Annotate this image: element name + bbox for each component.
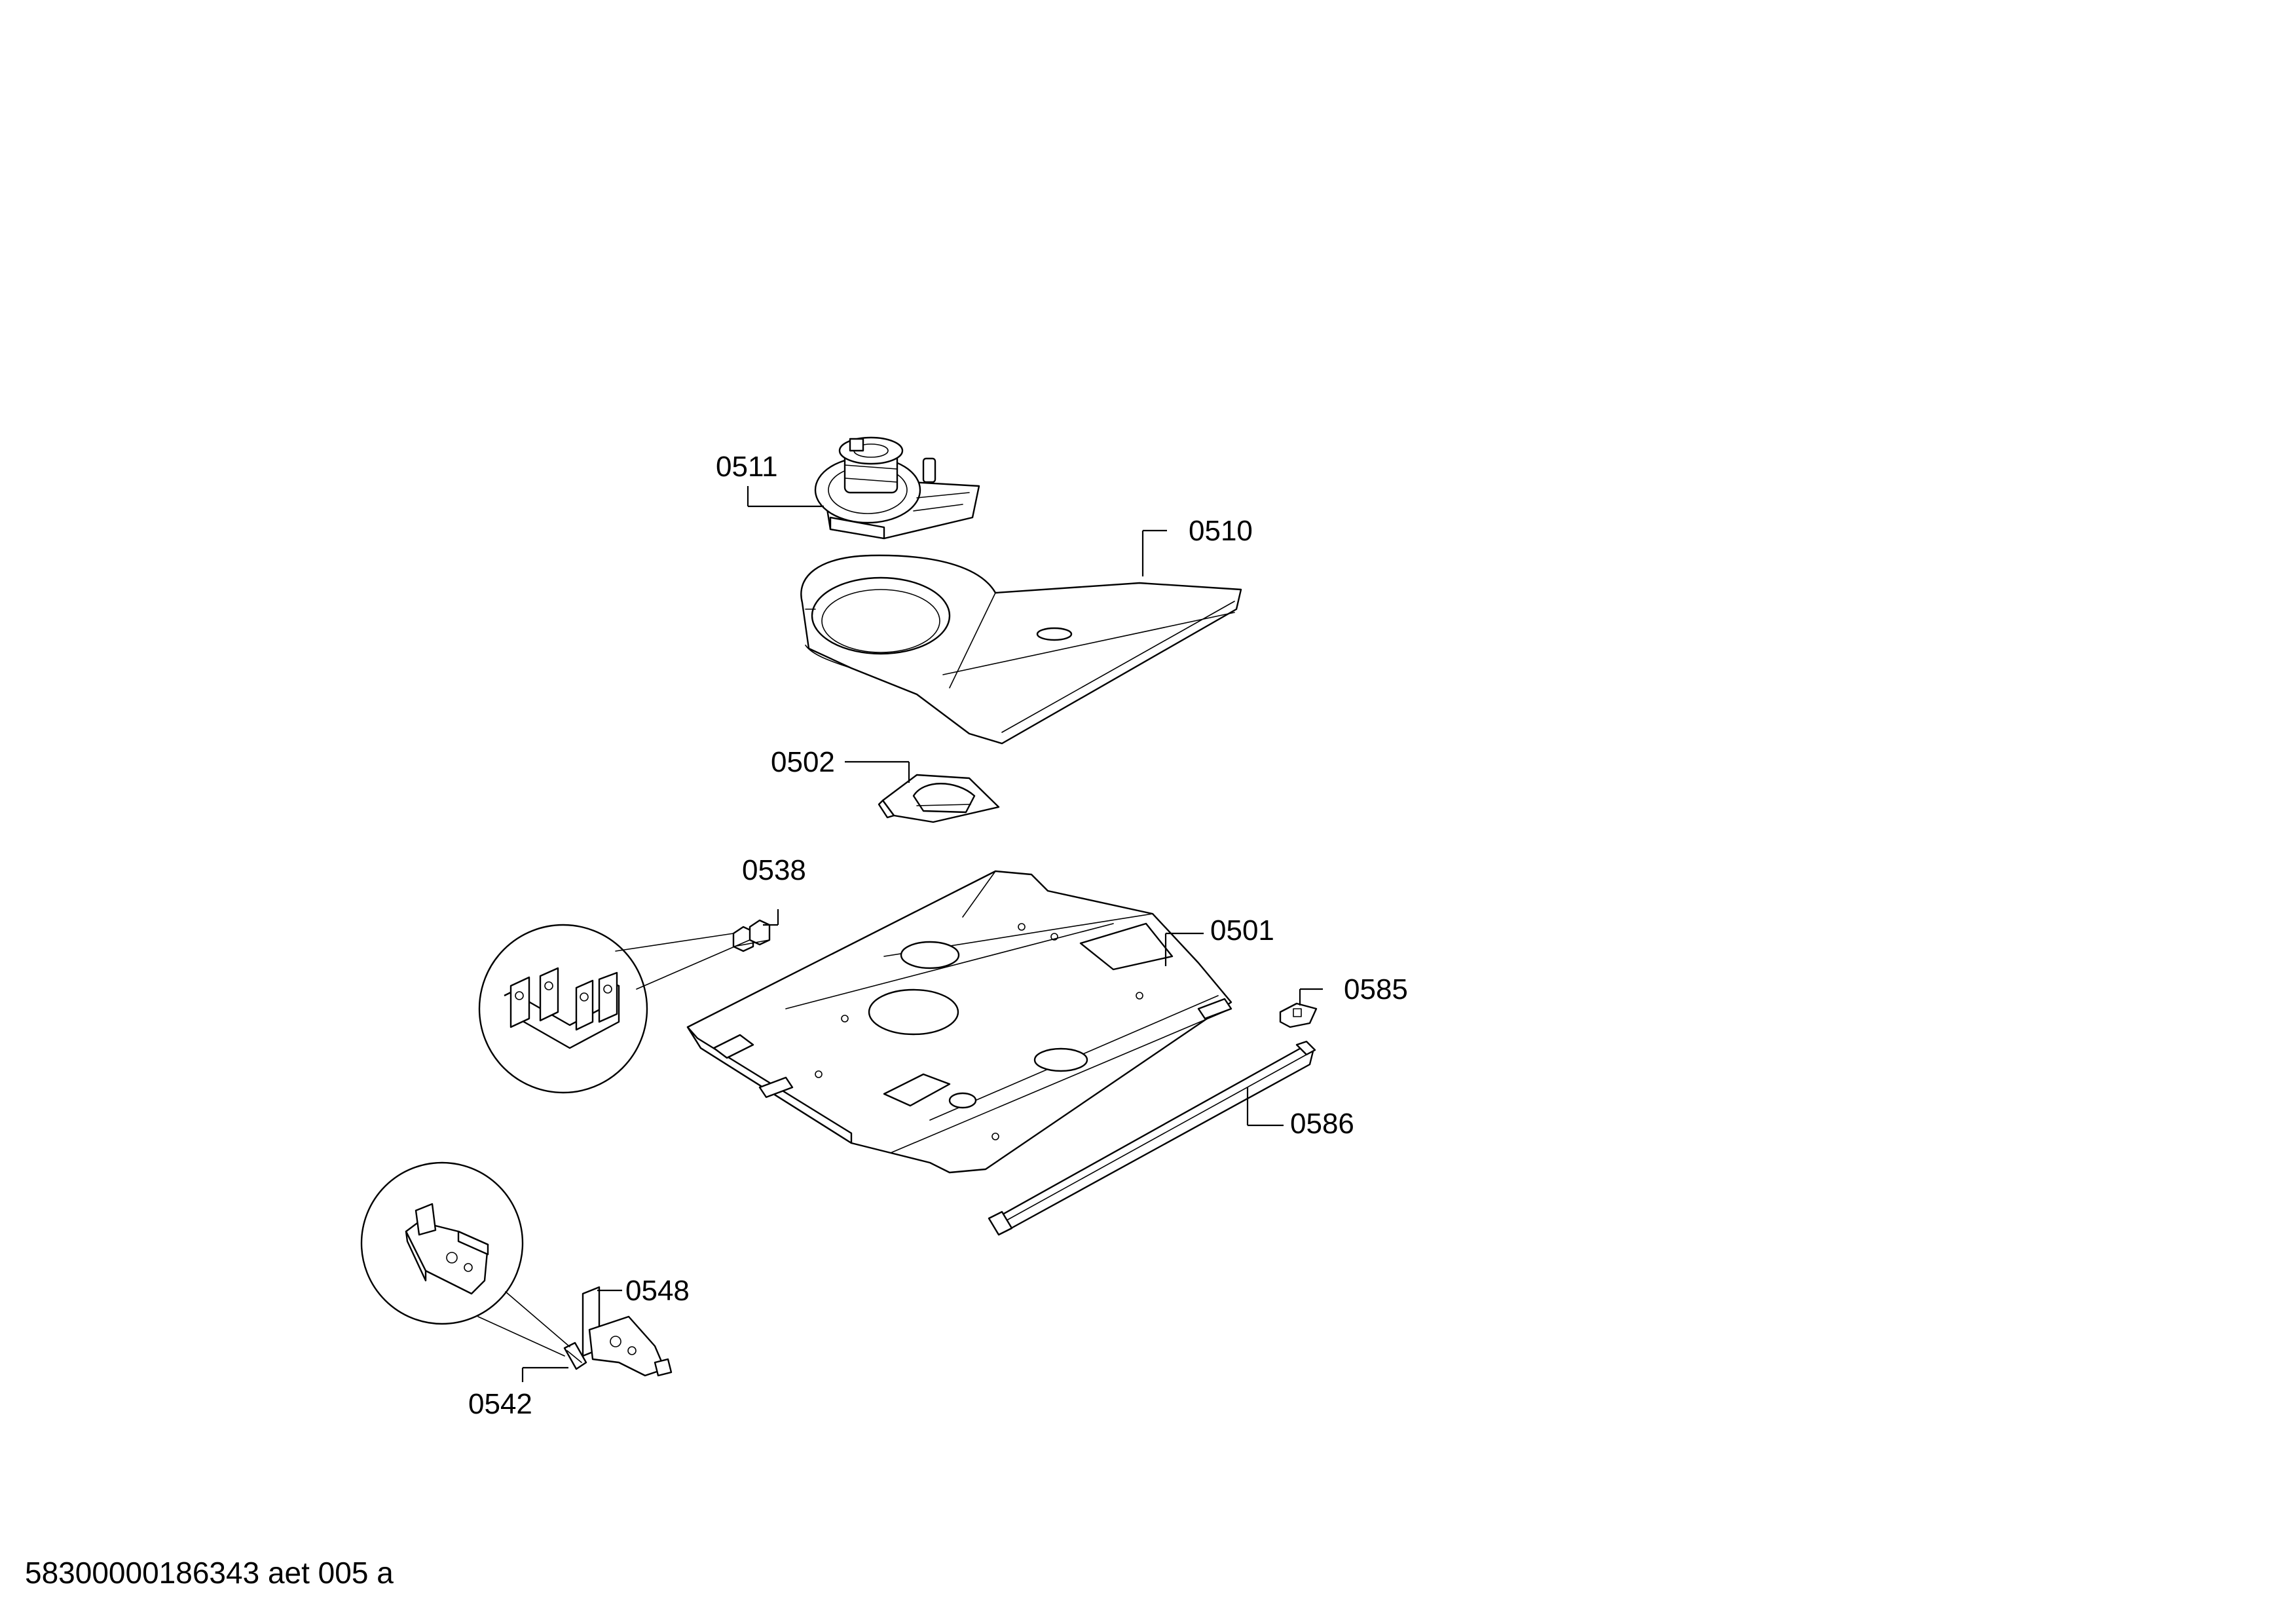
part-0586-trim-rail[interactable] [988, 1040, 1316, 1236]
drawing-number: 58300000186343 aet 005 a [25, 1556, 394, 1590]
callout-0548: 0548 [625, 1275, 690, 1307]
callout-0501: 0501 [1210, 914, 1274, 947]
callout-0586: 0586 [1290, 1108, 1354, 1140]
callout-0502: 0502 [771, 746, 835, 778]
detail-circle-micro-switch [360, 1161, 570, 1357]
part-0510-air-duct[interactable] [800, 554, 1242, 745]
callout-0511: 0511 [716, 451, 778, 483]
callout-0585: 0585 [1344, 973, 1408, 1005]
callout-labels: 0511 0510 0502 0538 0501 0585 0586 0548 … [468, 451, 1408, 1420]
part-0501-base-plate[interactable] [686, 870, 1232, 1174]
leader-lines [521, 486, 1323, 1382]
part-0502-duct-piece[interactable] [878, 774, 1000, 823]
part-0548-door-switch[interactable] [582, 1286, 673, 1377]
callout-0510: 0510 [1189, 515, 1253, 547]
detail-circle-bracket [478, 924, 750, 1094]
part-0585-clip[interactable] [1279, 1002, 1318, 1028]
part-0511-fan-motor[interactable] [814, 436, 980, 540]
callout-0538: 0538 [742, 854, 806, 886]
callout-0542: 0542 [468, 1388, 532, 1420]
part-0542-micro-switch[interactable] [563, 1342, 587, 1370]
